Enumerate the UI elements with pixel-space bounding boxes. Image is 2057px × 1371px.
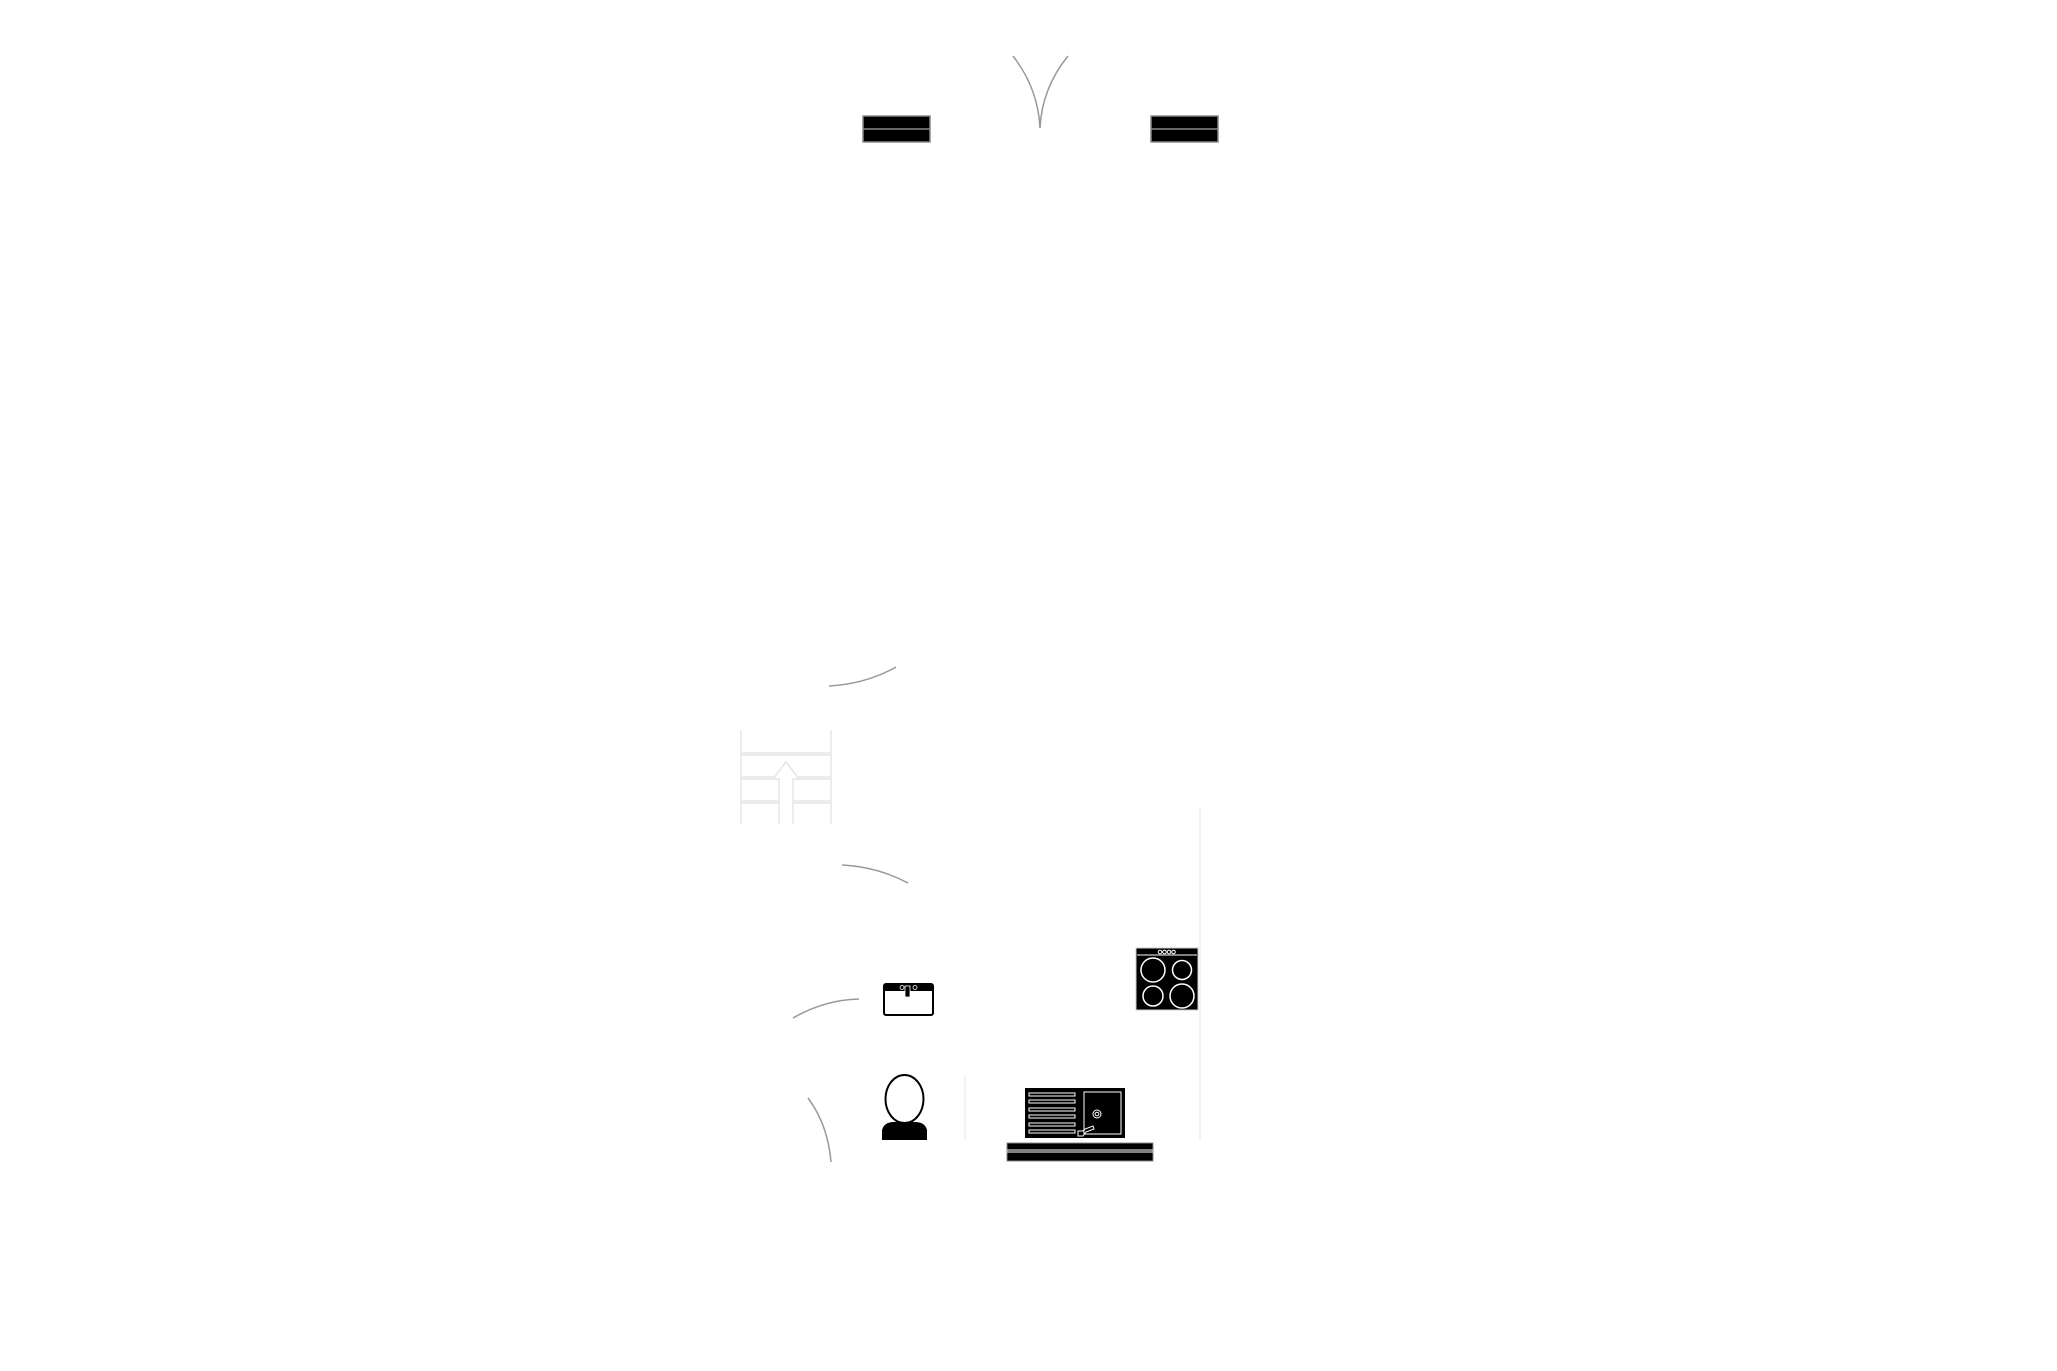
- wash-basin-icon: [883, 983, 934, 1016]
- door-swing-icon: [841, 864, 909, 884]
- toilet-icon: [882, 1074, 927, 1140]
- double-door-swing-icon: [1012, 55, 1069, 129]
- counter-icon: [1006, 1142, 1154, 1162]
- window-right-icon: [1150, 115, 1219, 143]
- kitchen-sink-icon: [1025, 1088, 1125, 1138]
- cooktop-icon: [1135, 947, 1199, 1011]
- door-swing-icon: [807, 1097, 832, 1163]
- window-left-icon: [862, 115, 931, 143]
- stairs-up-icon: [740, 730, 832, 824]
- door-swing-icon: [828, 666, 897, 687]
- door-swing-icon: [792, 998, 860, 1019]
